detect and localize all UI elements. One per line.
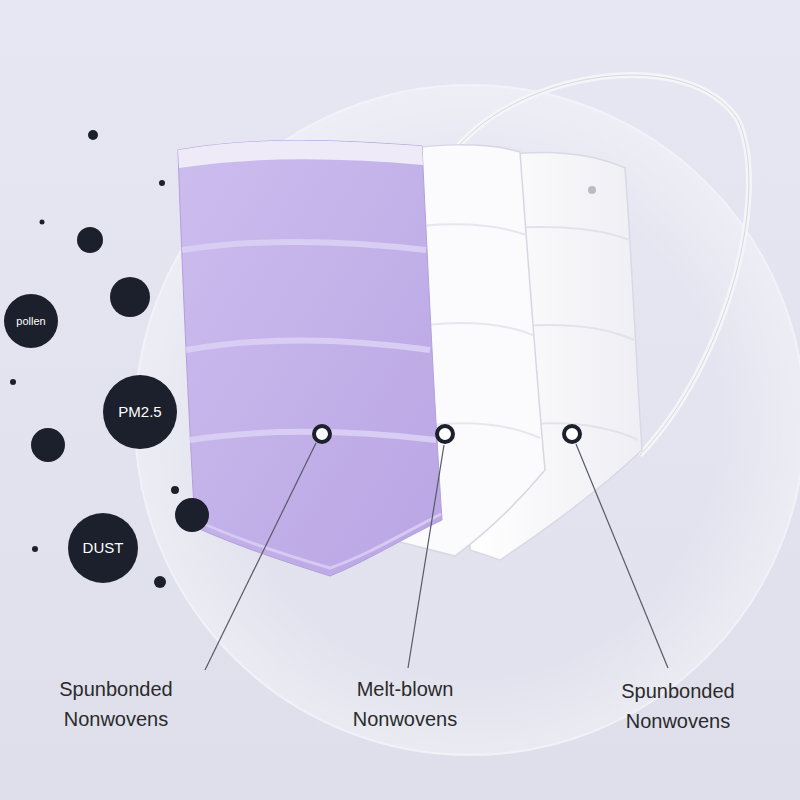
particles <box>10 130 209 588</box>
particle-circle: DUST <box>68 513 138 583</box>
bottom-edge <box>195 514 441 568</box>
outer-layer <box>178 141 442 577</box>
particle-label: PM2.5 <box>118 404 161 421</box>
layer-markers <box>314 426 580 442</box>
seam-dot <box>588 186 596 194</box>
top-edge <box>178 141 423 169</box>
outer-pleats <box>182 242 436 440</box>
layer-label: Spunbonded Nonwovens <box>41 674 191 734</box>
leader-lines <box>205 443 668 670</box>
particle-circle: pollen <box>4 294 58 348</box>
particle-label: DUST <box>83 540 124 557</box>
particle-circle: PM2.5 <box>103 375 177 449</box>
layer-label: Spunbonded Nonwovens <box>603 676 753 736</box>
layer-label: Melt-blown Nonwovens <box>330 674 480 734</box>
particle-label: pollen <box>16 315 45 327</box>
shield-circle <box>135 85 800 755</box>
